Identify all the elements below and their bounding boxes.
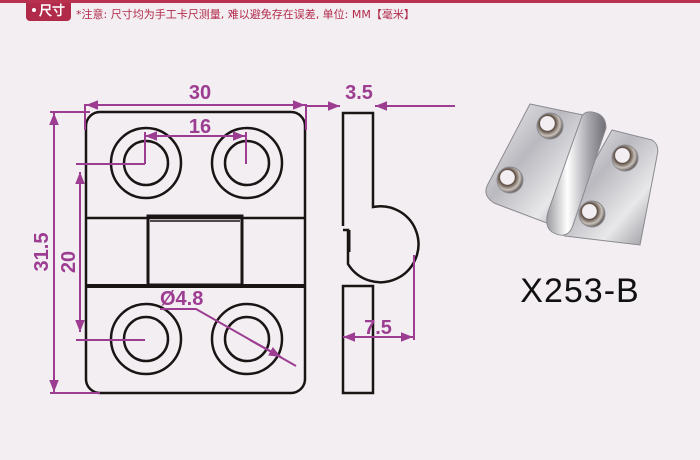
knuckle-depth-label: 7.5	[364, 317, 392, 339]
measurement-note: *注意: 尺寸均为手工卡尺测量, 难以避免存在误差, 单位: MM【毫米】	[76, 8, 415, 21]
knuckle-outline	[146, 214, 244, 287]
header-rule	[0, 0, 700, 3]
front-view	[84, 110, 307, 395]
product-model-label: X253-B	[520, 272, 640, 310]
section-tag: 尺寸	[26, 3, 72, 21]
product-photo	[485, 103, 659, 246]
hole-spacing-y-label: 20	[58, 251, 80, 273]
width-label: 30	[189, 82, 211, 104]
dimension-labels: 30 16 3.5 31.5 20 Ø4.8 7.5	[31, 82, 392, 339]
bullet-icon	[32, 7, 36, 12]
hole-diameter-label: Ø4.8	[160, 288, 203, 310]
hole-bottom-right	[210, 302, 284, 376]
section-tag-label: 尺寸	[39, 4, 66, 19]
hole-spacing-x-label: 16	[189, 116, 211, 138]
plate-outline	[84, 110, 307, 395]
height-label: 31.5	[31, 233, 53, 272]
side-view	[341, 111, 420, 395]
thickness-label: 3.5	[345, 82, 373, 104]
dimension-lines	[49, 100, 455, 394]
